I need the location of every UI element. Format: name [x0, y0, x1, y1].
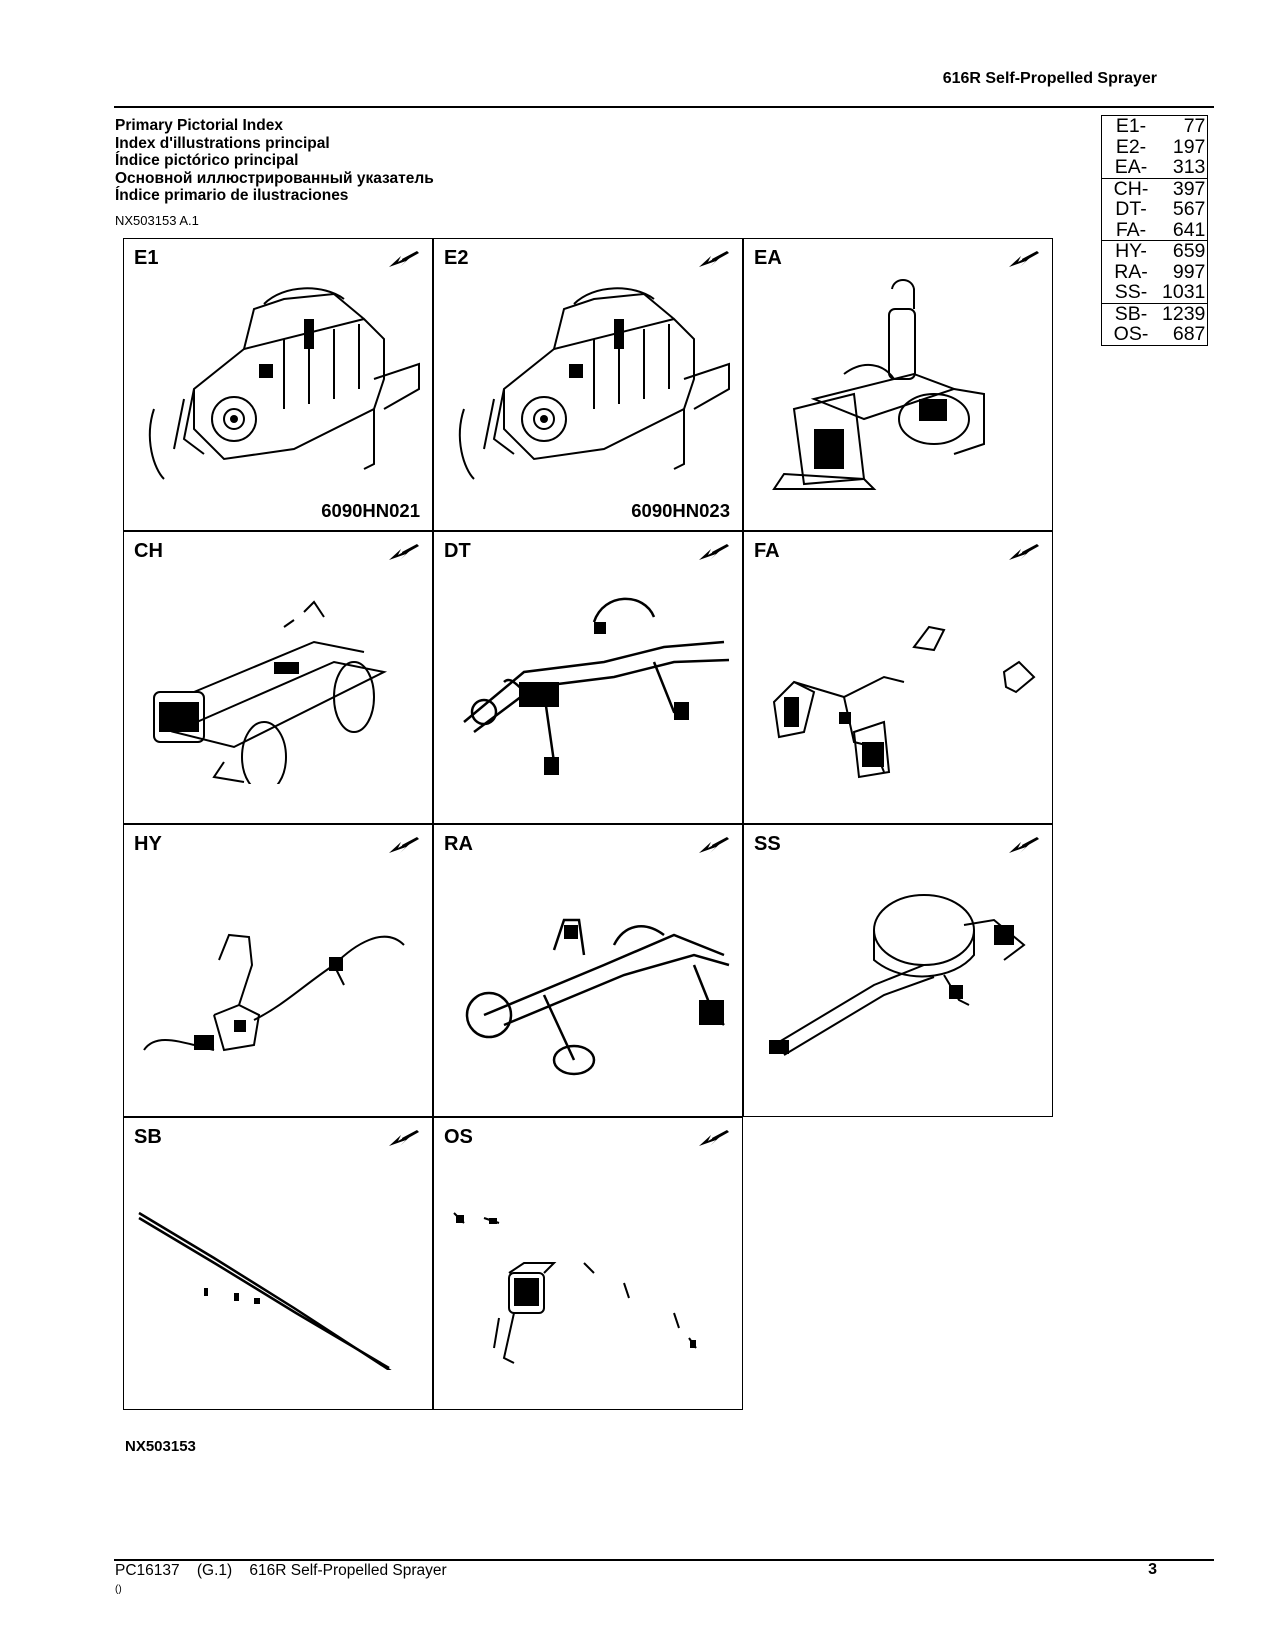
page-table-row: E1- 77 — [1102, 116, 1208, 137]
index-cell-ch[interactable]: CH — [123, 531, 433, 824]
section-page[interactable]: 687 — [1172, 323, 1206, 345]
page-table-group: E1- 77 E2- 197 EA- 313 — [1101, 115, 1208, 178]
section-code-label: OS — [444, 1126, 473, 1148]
section-code-label: SS — [754, 833, 781, 855]
pointer-arrow-icon — [696, 835, 730, 859]
section-code-label: E1 — [134, 247, 159, 269]
index-title-fr: Index d'illustrations principal — [115, 134, 330, 152]
section-code-label: FA — [754, 540, 780, 562]
index-cell-ss[interactable]: SS — [743, 824, 1053, 1117]
index-cell-dt[interactable]: DT — [433, 531, 743, 824]
engine-illustration — [444, 279, 732, 491]
rear-axle-illustration — [444, 865, 732, 1077]
engine-model-label: 6090HN023 — [631, 500, 730, 521]
section-code: DT- — [1115, 198, 1147, 220]
section-code-label: RA — [444, 833, 473, 855]
index-title-en: Primary Pictorial Index — [115, 117, 283, 134]
pointer-arrow-icon — [696, 542, 730, 566]
index-cell-ea[interactable]: EA — [743, 238, 1053, 531]
spray-boom-illustration — [134, 1158, 422, 1375]
page-table-row: EA- 313 — [1102, 157, 1208, 178]
section-code-label: HY — [134, 833, 162, 855]
solution-system-illustration — [754, 865, 1042, 1077]
page-table-row: SB- 1239 — [1102, 303, 1208, 324]
frame-attachments-illustration — [754, 572, 1042, 784]
index-cell-e2[interactable]: E2 6090HN023 — [433, 238, 743, 531]
engine-illustration — [134, 279, 422, 491]
section-code: RA- — [1114, 260, 1148, 283]
section-page[interactable]: 641 — [1172, 218, 1206, 241]
section-page[interactable]: 397 — [1172, 177, 1206, 200]
section-code-label: SB — [134, 1126, 162, 1148]
page-number: 3 — [1148, 1561, 1157, 1578]
page-table-group: SB- 1239 OS- 687 — [1101, 303, 1208, 345]
page-table-row: CH- 397 — [1102, 178, 1208, 199]
drivetrain-illustration — [444, 572, 732, 784]
index-cell-fa[interactable]: FA — [743, 531, 1053, 824]
figure-reference: NX503153 — [125, 1438, 196, 1455]
index-cell-ra[interactable]: RA — [433, 824, 743, 1117]
pointer-arrow-icon — [386, 249, 420, 273]
pointer-arrow-icon — [1006, 542, 1040, 566]
page-table-row: SS- 1031 — [1102, 282, 1208, 303]
section-code-label: EA — [754, 247, 782, 269]
header-divider — [114, 106, 1214, 108]
pointer-arrow-icon — [1006, 835, 1040, 859]
section-page[interactable]: 197 — [1172, 135, 1206, 158]
operator-station-illustration — [444, 1158, 732, 1370]
footer-divider — [114, 1559, 1214, 1561]
pictorial-index-grid: E1 6090HN021 E2 6090HN023 EA CH DT FA HY RA SS SB OS — [123, 238, 1055, 1413]
page-table-group: CH- 397 DT- 567 FA- 641 — [1101, 178, 1208, 241]
page-table-row: FA- 641 — [1102, 218, 1208, 241]
section-page[interactable]: 659 — [1172, 240, 1206, 262]
page-table-row: OS- 687 — [1102, 324, 1208, 345]
section-code: HY- — [1115, 240, 1147, 262]
pointer-arrow-icon — [696, 1128, 730, 1152]
page-table-row: HY- 659 — [1102, 241, 1208, 262]
index-cell-sb[interactable]: SB — [123, 1117, 433, 1410]
index-title-ru: Основной иллюстрированный указатель — [115, 169, 434, 187]
pointer-arrow-icon — [386, 1128, 420, 1152]
index-title-pt: Índice pictórico principal — [115, 152, 299, 169]
section-code: EA- — [1114, 156, 1148, 178]
pointer-arrow-icon — [1006, 249, 1040, 273]
section-code-label: E2 — [444, 247, 469, 269]
section-code: FA- — [1115, 218, 1147, 241]
page-table-row: DT- 567 — [1102, 199, 1208, 220]
footer-document-id: PC16137 (G.1) 616R Self-Propelled Spraye… — [115, 1562, 447, 1579]
index-titles: Primary Pictorial Index Index d'illustra… — [115, 117, 434, 205]
section-page[interactable]: 567 — [1172, 198, 1206, 220]
section-code: E1- — [1115, 115, 1147, 137]
section-code: OS- — [1113, 323, 1149, 345]
index-cell-hy[interactable]: HY — [123, 824, 433, 1117]
section-page[interactable]: 77 — [1183, 115, 1206, 137]
pointer-arrow-icon — [386, 542, 420, 566]
exhaust-aftertreatment-illustration — [754, 279, 1042, 491]
section-page[interactable]: 313 — [1172, 156, 1206, 178]
index-title-es: Índice primario de ilustraciones — [115, 187, 349, 204]
footer-subtext: () — [115, 1584, 122, 1595]
section-code: SS- — [1114, 281, 1148, 303]
section-code: CH- — [1113, 177, 1149, 200]
pointer-arrow-icon — [696, 249, 730, 273]
index-cell-os[interactable]: OS — [433, 1117, 743, 1410]
pointer-arrow-icon — [386, 835, 420, 859]
page-header-title: 616R Self-Propelled Sprayer — [942, 70, 1157, 87]
section-page[interactable]: 1031 — [1162, 281, 1206, 303]
section-page-table: E1- 77 E2- 197 EA- 313 CH- 397 DT- 567 FA- 641… — [1101, 115, 1208, 346]
section-page[interactable]: 1239 — [1162, 302, 1206, 325]
engine-model-label: 6090HN021 — [321, 500, 420, 521]
chassis-illustration — [134, 572, 422, 793]
page-table-row: RA- 997 — [1102, 260, 1208, 283]
hydraulics-illustration — [134, 865, 422, 1077]
section-code-label: DT — [444, 540, 471, 562]
page-table-group: HY- 659 RA- 997 SS- 1031 — [1101, 240, 1208, 303]
index-cell-e1[interactable]: E1 6090HN021 — [123, 238, 433, 531]
page-table-row: E2- 197 — [1102, 135, 1208, 158]
index-code: NX503153 A.1 — [115, 213, 199, 228]
section-code: E2- — [1115, 135, 1147, 158]
section-code: SB- — [1114, 302, 1148, 325]
section-page[interactable]: 997 — [1172, 260, 1206, 283]
section-code-label: CH — [134, 540, 163, 562]
